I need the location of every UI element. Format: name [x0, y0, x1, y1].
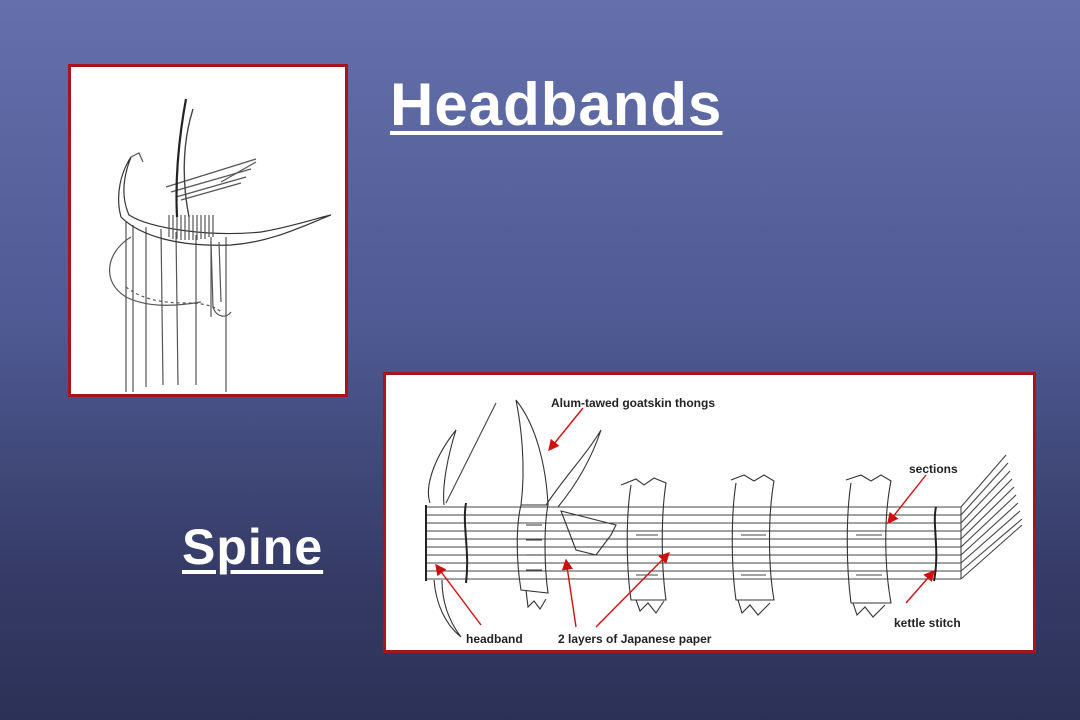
- spine-sketch: Alum-tawed goatskin thongs sections kett…: [425, 396, 1023, 646]
- label-headband: headband: [466, 632, 523, 646]
- headband-sketch: [109, 98, 332, 392]
- slide-title: Headbands: [390, 71, 723, 138]
- label-japanese-paper: 2 layers of Japanese paper: [558, 632, 712, 646]
- spine-heading: Spine: [182, 519, 324, 575]
- spine-diagram: Alum-tawed goatskin thongs sections kett…: [383, 372, 1036, 653]
- label-sections: sections: [909, 462, 958, 476]
- label-thongs: Alum-tawed goatskin thongs: [551, 396, 715, 410]
- label-kettle-stitch: kettle stitch: [894, 616, 961, 630]
- headband-illustration: [68, 64, 348, 397]
